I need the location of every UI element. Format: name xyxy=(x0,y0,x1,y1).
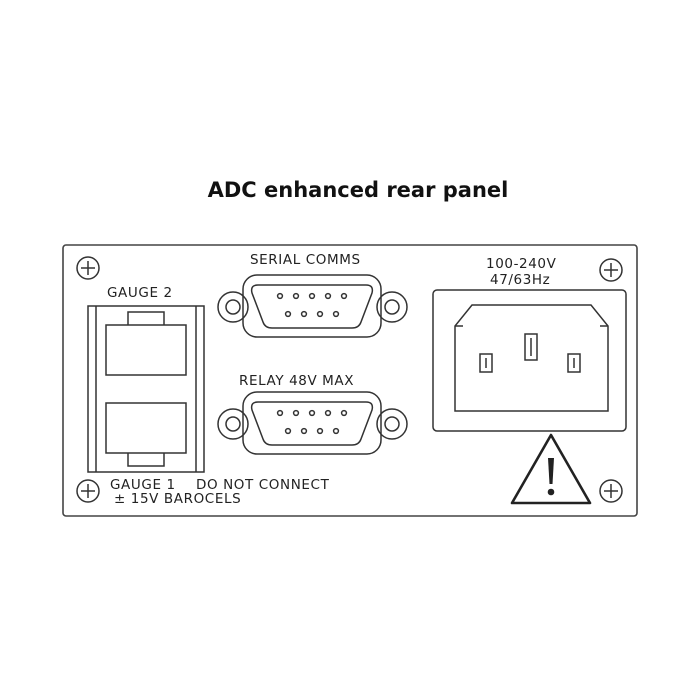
label-gauge-2: GAUGE 2 xyxy=(107,285,173,301)
panel-frame xyxy=(62,244,638,517)
screw-icon xyxy=(76,479,100,503)
gauge-socket-block xyxy=(87,305,205,473)
db9-connector-icon xyxy=(217,274,408,338)
screw-icon xyxy=(76,256,100,280)
screw-icon xyxy=(599,258,623,282)
rj-socket-icon xyxy=(105,311,187,376)
label-do-not-connect: DO NOT CONNECT xyxy=(196,477,330,493)
iec-power-inlet-icon xyxy=(432,289,627,432)
warning-triangle-icon xyxy=(510,433,592,505)
rj-socket-icon xyxy=(105,402,187,467)
db9-connector-icon xyxy=(217,391,408,455)
figure-title: ADC enhanced rear panel xyxy=(207,178,509,202)
label-voltage: 100-240V xyxy=(486,256,557,272)
label-serial-comms: SERIAL COMMS xyxy=(250,252,361,268)
label-barocels: ± 15V BAROCELS xyxy=(114,491,241,507)
label-gauge-1: GAUGE 1 xyxy=(110,477,176,493)
label-relay: RELAY 48V MAX xyxy=(239,373,354,389)
label-frequency: 47/63Hz xyxy=(490,272,550,288)
screw-icon xyxy=(599,479,623,503)
